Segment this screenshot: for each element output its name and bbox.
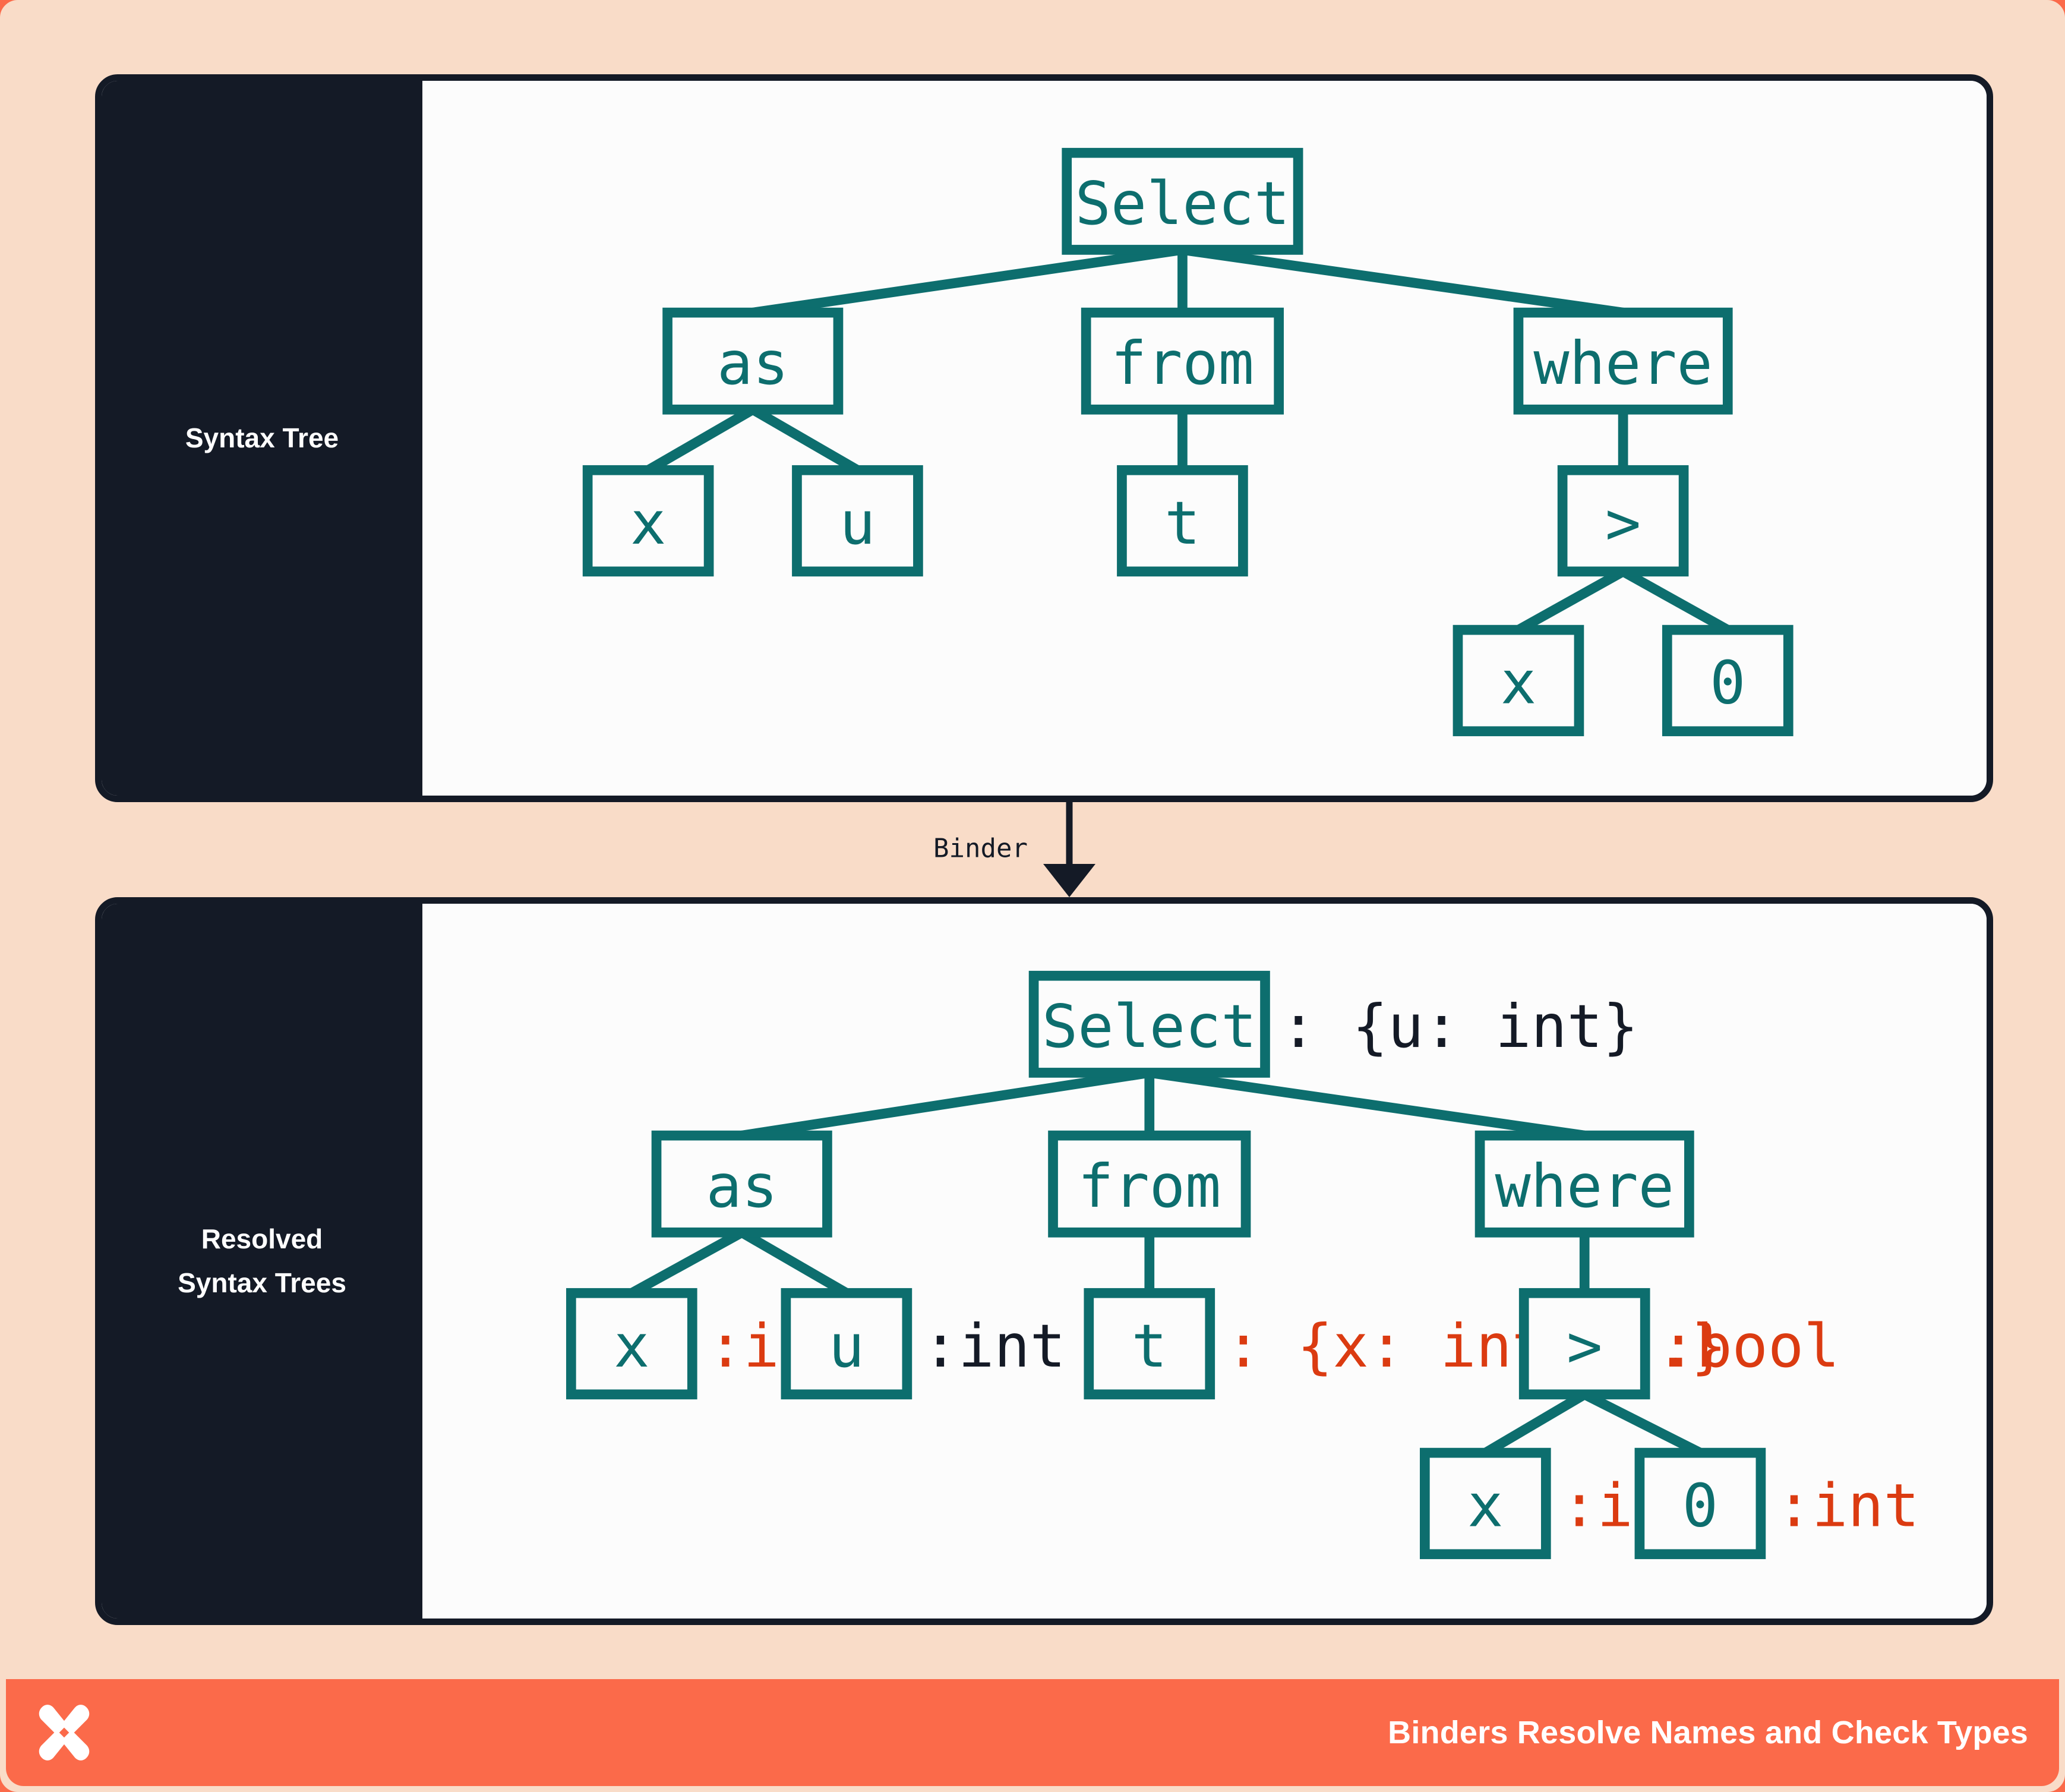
tree-canvas-resolved-syntax-trees: Select : {u: int} as from where x :int u :int t : …	[422, 904, 1987, 1619]
tree-node-box	[1557, 465, 1689, 577]
tree-edge	[629, 1228, 744, 1298]
tree-node-label: Select	[1075, 169, 1290, 238]
panel-label-text: Syntax Tree	[185, 422, 339, 453]
tree-node-box	[1518, 1288, 1650, 1400]
tree-node-box	[1662, 624, 1794, 737]
type-annotation: : {x: int,...}	[1226, 1311, 1727, 1381]
tree-node-label: u	[839, 488, 875, 558]
tree-node-box	[1062, 147, 1303, 255]
tree-node-box	[1048, 1130, 1251, 1238]
tree-edge	[1483, 1390, 1587, 1457]
tree-node-label: x	[614, 1311, 649, 1381]
type-annotation: :bool	[1660, 1311, 1839, 1381]
tree-node-label: >	[1605, 488, 1641, 558]
tree-node-box	[1081, 307, 1284, 415]
tree-edge	[1621, 567, 1731, 635]
tree-node-label: t	[1164, 488, 1200, 558]
tree-node-gt1[interactable]: >	[1557, 465, 1689, 577]
tree-node-zero[interactable]: 0	[1662, 624, 1794, 737]
tree-node-box	[1453, 624, 1584, 737]
tree-node-box	[1420, 1447, 1551, 1560]
tree-edge	[1148, 1068, 1586, 1141]
tree-edge	[1515, 567, 1626, 635]
panel-label-syntax-tree: Syntax Tree	[102, 81, 422, 796]
tree-node-label: t	[1132, 1311, 1167, 1381]
binder-arrow-svg: Binder	[933, 802, 1095, 897]
tree-node-label: x	[630, 488, 666, 558]
tree-node-label: as	[717, 329, 789, 398]
tree-edge	[739, 1228, 850, 1298]
tree-node-from[interactable]: from	[1048, 1130, 1251, 1238]
tree-node-box	[1084, 1288, 1215, 1400]
resolved-syntax-tree-graphic: Select : {u: int} as from where x :int u :int t : …	[566, 970, 1919, 1560]
type-annotation: :int	[923, 1311, 1066, 1381]
tree-node-label: from	[1078, 1151, 1221, 1221]
arrow-down-icon	[1043, 864, 1095, 897]
tree-node-box	[1117, 465, 1248, 577]
tree-node-label: x	[1467, 1471, 1503, 1541]
tree-canvas-syntax-tree: Select as from where x u t > x 0	[422, 81, 1987, 796]
tree-node-label: x	[1501, 648, 1536, 718]
tree-edge	[1582, 1390, 1703, 1457]
tree-node-label: 0	[1682, 1471, 1718, 1541]
tree-edge	[645, 405, 756, 475]
tree-node-box	[792, 465, 923, 577]
tree-node-zero[interactable]: 0 :int	[1634, 1447, 1919, 1560]
tree-edge	[750, 405, 860, 475]
panel-syntax-tree: Syntax Tree Select as from where x u t > x 0	[95, 74, 1993, 802]
panel-label-line-1: Resolved	[201, 1223, 323, 1254]
panel-label-line-2: Syntax Trees	[178, 1267, 346, 1298]
tree-node-label: >	[1567, 1311, 1602, 1381]
tree-edge	[752, 245, 1183, 318]
syntax-tree-graphic: Select as from where x u t > x 0	[582, 147, 1794, 737]
panel-label-resolved-syntax-trees: Resolved Syntax Trees	[102, 904, 422, 1619]
tree-node-gt1[interactable]: > :bool	[1518, 1288, 1840, 1400]
panel-resolved-syntax-trees: Resolved Syntax Trees Select : {u: int} as…	[95, 897, 1993, 1625]
tree-node-box	[1474, 1130, 1694, 1238]
x-star-logo-icon	[39, 1705, 90, 1761]
type-annotation: : {u: int}	[1280, 992, 1638, 1061]
tree-node-where[interactable]: where	[1513, 307, 1733, 415]
tree-node-from[interactable]: from	[1081, 307, 1284, 415]
tree-node-x2[interactable]: x	[1453, 624, 1584, 737]
tree-node-label: where	[1495, 1151, 1674, 1221]
binder-label: Binder	[933, 834, 1028, 864]
tree-node-where[interactable]: where	[1474, 1130, 1694, 1238]
tree-node-x1[interactable]: x	[582, 465, 714, 577]
tree-node-box	[662, 307, 844, 415]
tree-node-box	[1634, 1447, 1766, 1560]
tree-node-box	[1513, 307, 1733, 415]
footer-bar: Binders Resolve Names and Check Types	[6, 1679, 2059, 1786]
tree-node-label: as	[706, 1151, 778, 1221]
tree-edge	[1182, 245, 1624, 318]
tree-node-label: u	[829, 1311, 864, 1381]
tree-node-label: from	[1111, 329, 1254, 398]
tree-node-box	[566, 1288, 697, 1400]
tree-node-box	[1028, 970, 1270, 1078]
tree-node-box	[781, 1288, 912, 1400]
footer-title: Binders Resolve Names and Check Types	[1388, 1715, 2028, 1750]
tree-node-box	[651, 1130, 832, 1238]
tree-node-select[interactable]: Select : {u: int}	[1028, 970, 1638, 1078]
tree-node-label: 0	[1710, 648, 1745, 718]
tree-node-u1[interactable]: u	[792, 465, 923, 577]
tree-node-label: where	[1533, 329, 1712, 398]
tree-node-as[interactable]: as	[662, 307, 844, 415]
tree-edge	[741, 1068, 1151, 1141]
type-annotation: :int	[1776, 1471, 1919, 1541]
tree-node-as[interactable]: as	[651, 1130, 832, 1238]
tree-node-t1[interactable]: t	[1117, 465, 1248, 577]
binder-connector: Binder	[95, 802, 1993, 897]
tree-node-u1[interactable]: u :int	[781, 1288, 1066, 1400]
tree-node-select[interactable]: Select	[1062, 147, 1303, 255]
tree-node-box	[582, 465, 714, 577]
tree-node-label: Select	[1042, 992, 1257, 1061]
